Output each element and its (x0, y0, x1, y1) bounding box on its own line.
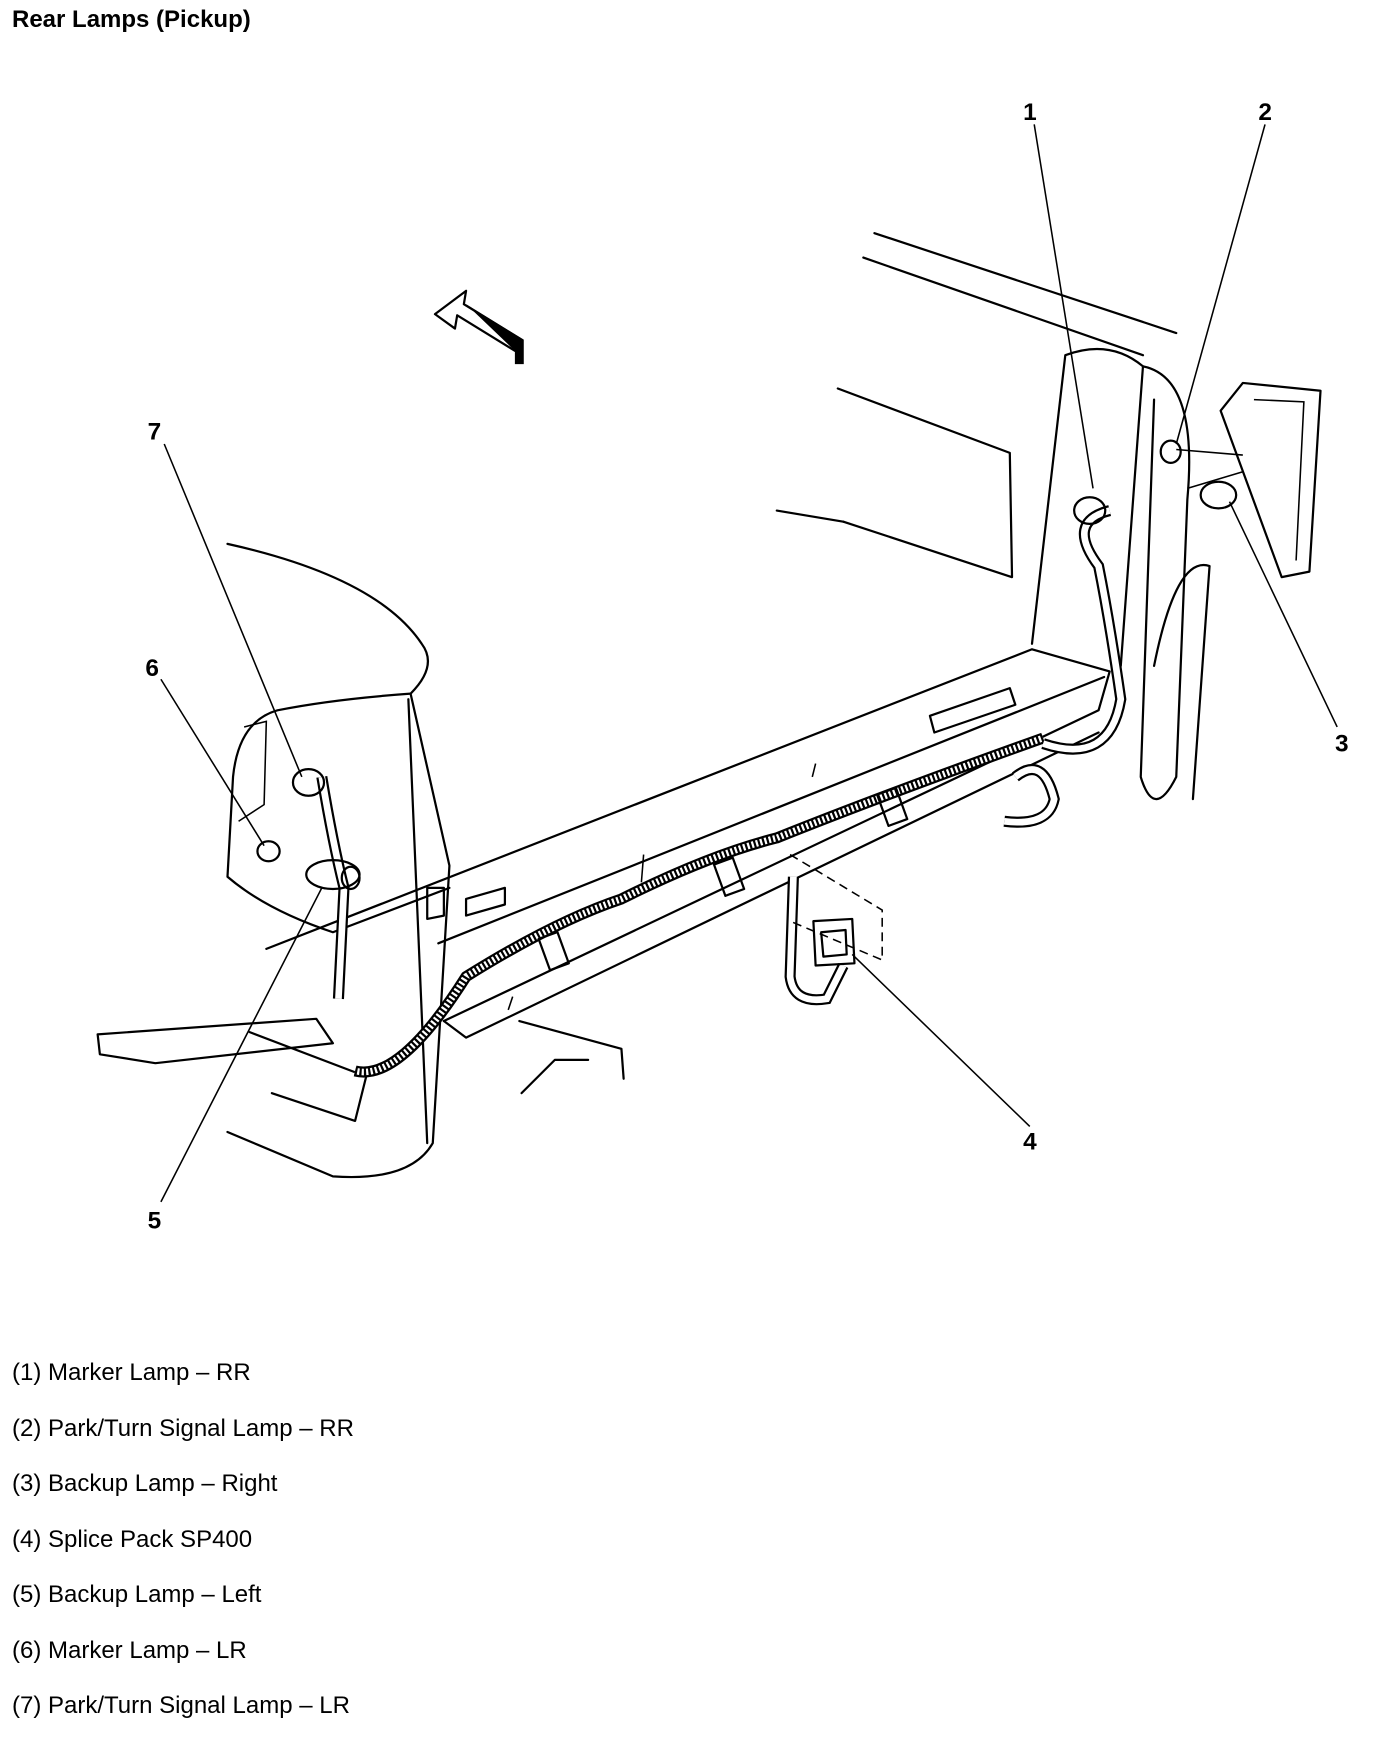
forward-arrow-icon (433, 289, 524, 365)
wiring-harness (316, 505, 1127, 1095)
legend-item: (5) Backup Lamp – Left (12, 1581, 262, 1608)
truck-bed (775, 232, 1322, 801)
rear-beam (96, 648, 1111, 1122)
callout-6: 6 (145, 655, 159, 682)
callout-1: 1 (1023, 99, 1037, 126)
leader-lines (160, 124, 1338, 1203)
legend-item: (4) Splice Pack SP400 (12, 1525, 253, 1553)
callout-2: 2 (1258, 99, 1272, 126)
callout-4: 4 (1023, 1129, 1037, 1156)
legend-item: (3) Backup Lamp – Right (12, 1470, 278, 1497)
page-title: Rear Lamps (Pickup) (12, 6, 251, 33)
splice-pack (789, 853, 883, 967)
callout-5: 5 (148, 1208, 162, 1235)
callout-3: 3 (1335, 730, 1349, 757)
legend-item: (7) Park/Turn Signal Lamp – LR (12, 1692, 350, 1719)
left-fender (226, 542, 451, 1179)
parts-legend: (1) Marker Lamp – RR (2) Park/Turn Signa… (12, 1358, 354, 1747)
legend-item: (6) Marker Lamp – LR (12, 1636, 247, 1664)
callout-7: 7 (148, 419, 162, 446)
legend-item: (2) Park/Turn Signal Lamp – RR (12, 1414, 354, 1442)
lamp-sockets (256, 439, 1244, 891)
legend-item: (1) Marker Lamp – RR (12, 1359, 251, 1386)
